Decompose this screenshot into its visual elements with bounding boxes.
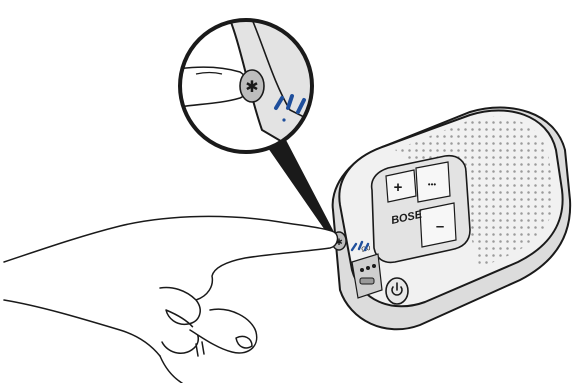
- power-button[interactable]: [386, 278, 408, 304]
- control-panel: + ••• – BOSE: [372, 156, 470, 263]
- folded-fingers: [160, 288, 200, 354]
- volume-up-label: +: [394, 179, 403, 196]
- zoom-inset: ✱: [170, 0, 330, 170]
- wrist-lines: [4, 300, 160, 356]
- volume-up-button[interactable]: +: [386, 170, 416, 202]
- bluetooth-button-zoom: ✱: [240, 70, 264, 102]
- hand: [4, 216, 337, 383]
- speaker: + ••• – BOSE Ω0 ✱: [332, 108, 570, 330]
- volume-down-label: –: [436, 218, 444, 235]
- multifunction-button[interactable]: •••: [416, 162, 450, 202]
- aux-port-panel: [352, 254, 382, 298]
- volume-down-button[interactable]: –: [420, 203, 456, 247]
- multifunction-label: •••: [428, 180, 437, 189]
- bluetooth-icon-zoom: ✱: [245, 79, 258, 96]
